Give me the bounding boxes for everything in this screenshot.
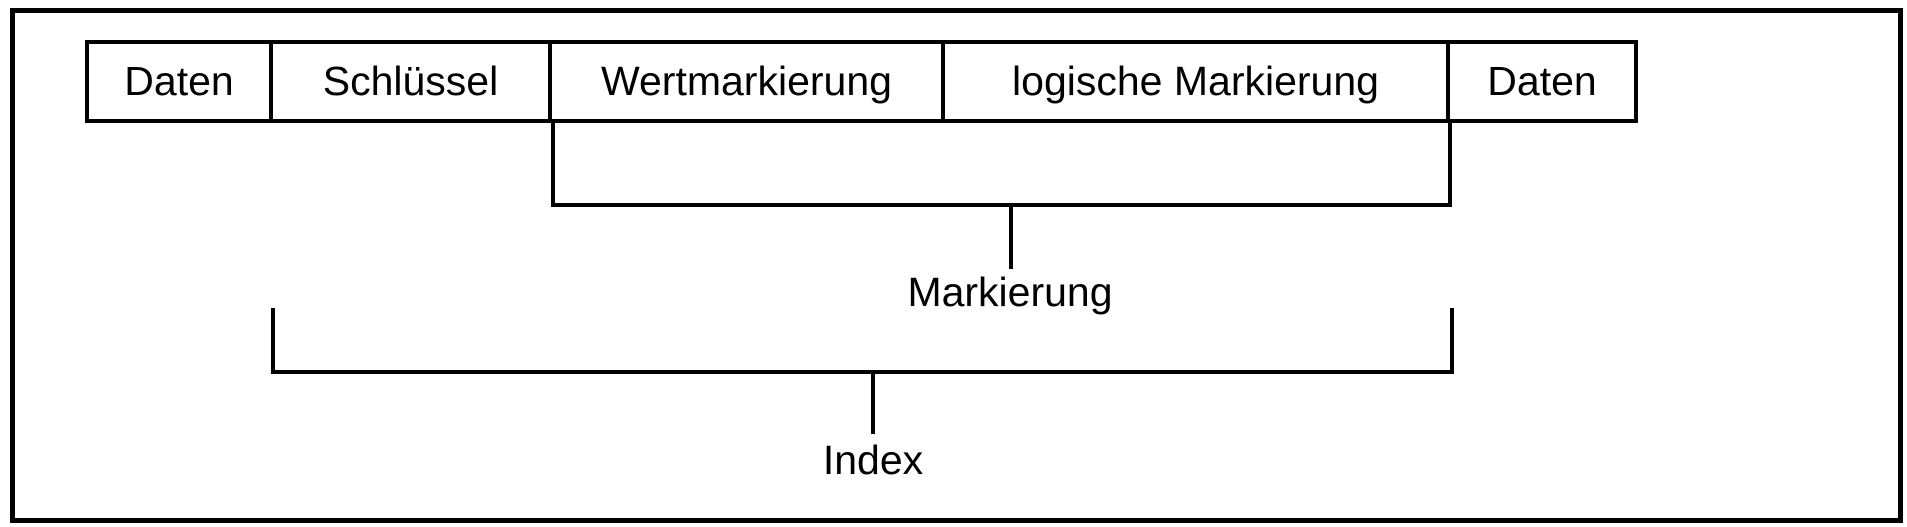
record-cell-daten-left: Daten (85, 40, 273, 123)
markierung-bracket-left-line (551, 123, 555, 207)
index-bracket-bottom-line (271, 370, 1454, 374)
diagram-frame (10, 8, 1903, 523)
markierung-bracket-right-line (1448, 123, 1452, 207)
record-cell-daten-right: Daten (1450, 40, 1638, 123)
cell-label-daten-right: Daten (1487, 58, 1597, 104)
record-cell-schluessel: Schlüssel (273, 40, 552, 123)
record-row: Daten Schlüssel Wertmarkierung logische … (85, 40, 1638, 123)
cell-label-daten-left: Daten (124, 58, 234, 104)
cell-label-wertmarkierung: Wertmarkierung (601, 58, 892, 104)
record-cell-logische-markierung: logische Markierung (945, 40, 1450, 123)
cell-label-logische-markierung: logische Markierung (1012, 58, 1379, 104)
markierung-bracket-bottom-line (551, 203, 1452, 207)
record-cell-wertmarkierung: Wertmarkierung (552, 40, 945, 123)
index-label: Index (822, 437, 924, 483)
index-bracket-stem-line (871, 374, 875, 434)
markierung-bracket-stem-line (1009, 207, 1013, 269)
index-bracket-right-line (1450, 308, 1454, 374)
markierung-label: Markierung (907, 269, 1113, 315)
cell-label-schluessel: Schlüssel (322, 58, 499, 104)
index-bracket-left-line (271, 308, 275, 374)
